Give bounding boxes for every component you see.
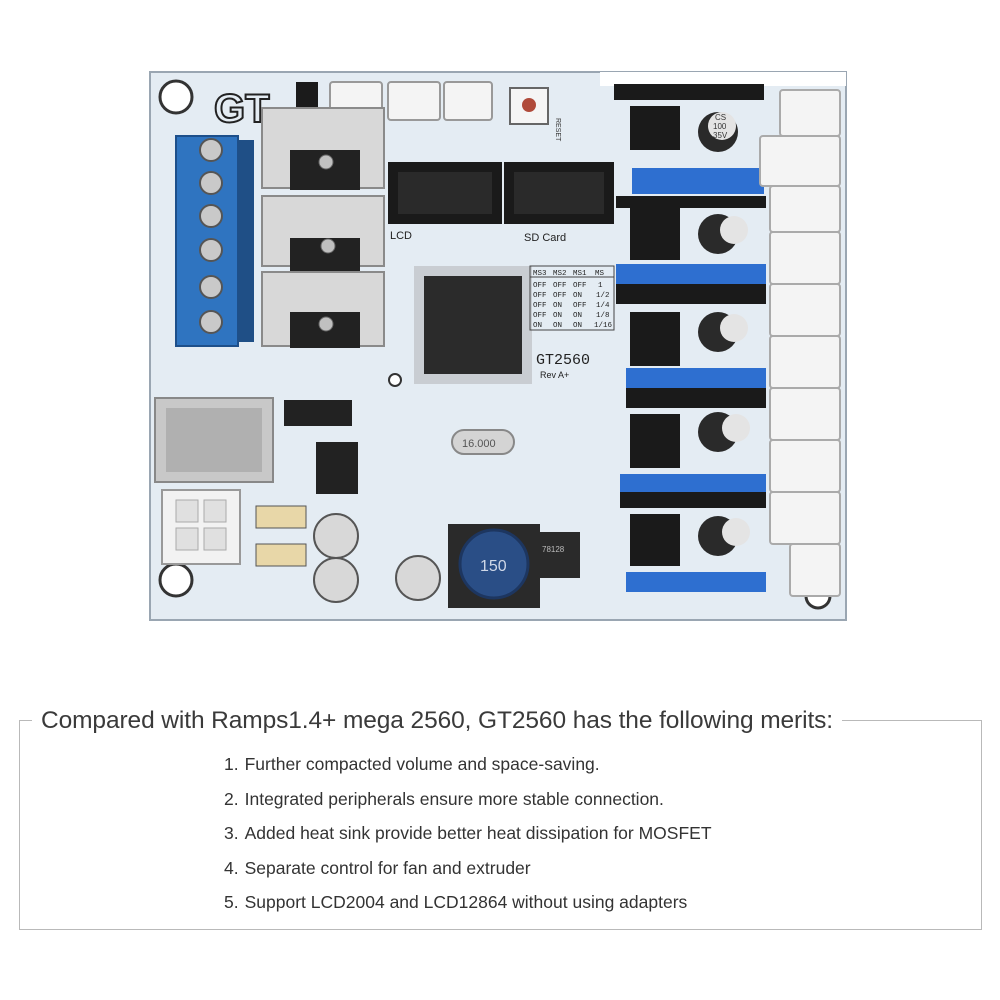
usb-ics xyxy=(284,400,358,494)
merit-text: Integrated peripherals ensure more stabl… xyxy=(244,788,664,809)
ms-cell: 1/16 xyxy=(594,322,613,330)
ms-cell: ON xyxy=(553,312,562,320)
ms-cell: 1/8 xyxy=(596,312,610,320)
ms-cell: OFF xyxy=(573,302,587,310)
ms-header-4: MS xyxy=(595,270,605,278)
model-label: GT2560 xyxy=(536,352,590,369)
cap-line-1: CS xyxy=(715,113,726,122)
sd-card-label: SD Card xyxy=(524,232,566,244)
cap-line-3: 35V xyxy=(713,131,728,140)
right-jst-connectors xyxy=(759,89,841,597)
mosfet-heatsinks xyxy=(261,107,385,348)
driver-socket-2 xyxy=(616,196,766,304)
fuses xyxy=(255,505,307,567)
ms-cell: ON xyxy=(533,322,542,330)
ms-header-3: MS1 xyxy=(573,270,587,278)
ms-cell: 1 xyxy=(598,282,603,290)
driver-socket-1 xyxy=(614,84,764,194)
driver-socket-4 xyxy=(620,412,766,508)
merit-item-2: 2.Integrated peripherals ensure more sta… xyxy=(224,782,712,817)
ms-cell: ON xyxy=(573,292,582,300)
atmega2560-chip xyxy=(414,266,532,384)
pcb-top-notch xyxy=(600,72,846,86)
ms-cell: ON xyxy=(553,322,562,330)
merit-text: Support LCD2004 and LCD12864 without usi… xyxy=(244,892,688,912)
ms-header-1: MS3 xyxy=(533,270,547,278)
merit-text: Further compacted volume and space-savin… xyxy=(244,754,600,774)
merit-number: 5. xyxy=(224,892,239,912)
merits-heading: Compared with Ramps1.4+ mega 2560, GT256… xyxy=(32,704,843,738)
cap-line-2: 100 xyxy=(713,122,727,131)
stepper-driver-sockets: CS 100 35V xyxy=(614,84,766,592)
usb-b-port xyxy=(154,397,274,483)
driver-socket-3 xyxy=(626,312,766,408)
gt2560-board-image: GT RESET xyxy=(149,71,847,621)
merit-text: Added heat sink provide better heat diss… xyxy=(244,823,712,843)
crystal-label: 16.000 xyxy=(462,438,496,450)
bottom-capacitors xyxy=(313,513,441,603)
crystal-oscillator: 16.000 xyxy=(451,429,515,455)
microstep-table: MS3 MS2 MS1 MS OFF OFF OFF 1 OFF OFF ON … xyxy=(529,265,615,331)
ms-cell: 1/4 xyxy=(596,302,610,310)
ms-cell: ON xyxy=(553,302,562,310)
revision-label: Rev A+ xyxy=(540,370,569,380)
power-screw-terminals xyxy=(175,135,254,347)
ms-row-1: OFF OFF OFF 1 xyxy=(533,282,603,290)
voltage-regulator: 78128 xyxy=(538,532,580,578)
merit-number: 3. xyxy=(224,823,239,843)
ms-row-4: OFF ON ON 1/8 xyxy=(533,312,610,320)
idc-headers: LCD SD Card xyxy=(388,162,614,244)
merit-item-1: 1.Further compacted volume and space-sav… xyxy=(224,747,712,782)
ms-cell: 1/2 xyxy=(596,292,610,300)
ms-row-5: ON ON ON 1/16 xyxy=(533,322,613,330)
ms-cell: OFF xyxy=(553,282,567,290)
ms-cell: ON xyxy=(573,312,582,320)
inductor-label: 150 xyxy=(480,558,507,575)
merit-number: 4. xyxy=(224,857,239,878)
ms-row-2: OFF OFF ON 1/2 xyxy=(533,292,610,300)
ms-cell: OFF xyxy=(573,282,587,290)
ms-row-3: OFF ON OFF 1/4 xyxy=(533,302,610,310)
merit-item-3: 3.Added heat sink provide better heat di… xyxy=(224,816,712,851)
ms-cell: OFF xyxy=(533,302,547,310)
merit-text: Separate control for fan and extruder xyxy=(244,857,531,878)
merit-number: 1. xyxy=(224,754,239,774)
reset-label: RESET xyxy=(554,118,561,142)
ms-cell: OFF xyxy=(553,292,567,300)
ms-cell: ON xyxy=(573,322,582,330)
ms-cell: OFF xyxy=(533,282,547,290)
power-molex-connector xyxy=(161,489,241,565)
capacitor-text: CS 100 35V xyxy=(713,113,728,140)
merit-number: 2. xyxy=(224,788,239,809)
merit-item-4: 4.Separate control for fan and extruder xyxy=(224,851,712,886)
gt-logo: GT xyxy=(213,86,271,132)
logo-text: GT xyxy=(214,87,270,131)
lcd-label: LCD xyxy=(390,230,412,242)
driver-socket-5 xyxy=(626,514,766,592)
merit-item-5: 5.Support LCD2004 and LCD12864 without u… xyxy=(224,885,712,920)
ms-header-2: MS2 xyxy=(553,270,567,278)
ms-cell: OFF xyxy=(533,292,547,300)
ms-cell: OFF xyxy=(533,312,547,320)
reset-button: RESET xyxy=(509,87,561,142)
power-inductor: 150 xyxy=(448,524,540,608)
merits-list: 1.Further compacted volume and space-sav… xyxy=(224,747,712,920)
regulator-label: 78128 xyxy=(542,545,565,554)
